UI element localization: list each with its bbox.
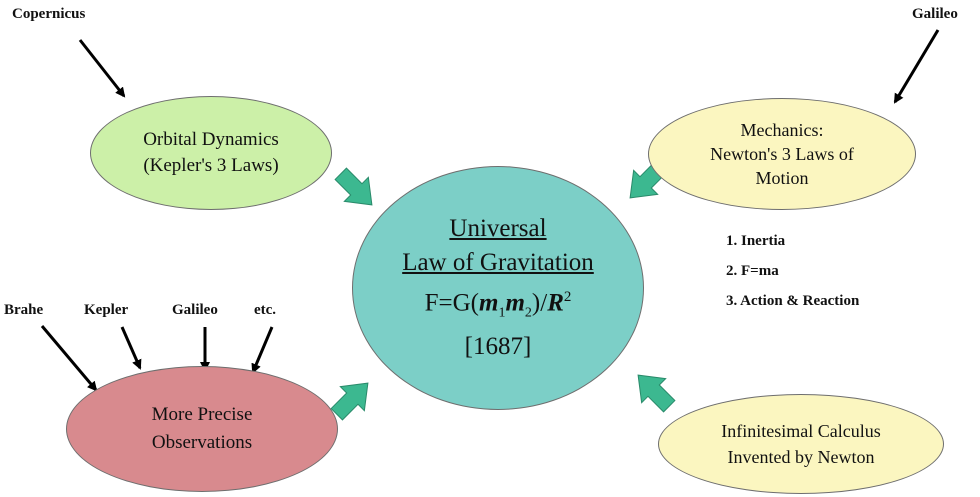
feed-arrow-orbital	[334, 167, 373, 206]
mechanics-line3: Motion	[755, 168, 809, 188]
laws-list: 1. Inertia 2. F=ma 3. Action & Reaction	[726, 226, 859, 316]
label-galileo: Galileo	[172, 302, 218, 318]
label-copernicus: Copernicus	[12, 6, 86, 22]
center-title-line1: Universal	[449, 214, 547, 242]
feed-arrow-observations	[330, 382, 369, 421]
arrow-brahe	[40, 325, 98, 392]
center-title-line2: Law of Gravitation	[402, 248, 594, 276]
node-calculus: Infinitesimal Calculus Invented by Newto…	[658, 394, 944, 494]
center-formula: F=G(m1m2)/R2	[424, 288, 572, 321]
law-item-3: 3. Action & Reaction	[726, 293, 860, 309]
center-year: [1687]	[464, 333, 532, 361]
node-orbital-dynamics: Orbital Dynamics (Kepler's 3 Laws)	[90, 96, 332, 210]
label-brahe: Brahe	[4, 302, 44, 318]
feed-arrow-calculus	[637, 374, 676, 413]
law-item-2: 2. F=ma	[726, 263, 779, 279]
observations-line2: Observations	[151, 432, 253, 453]
calculus-line1: Infinitesimal Calculus	[721, 421, 881, 441]
orbital-line1: Orbital Dynamics	[143, 129, 279, 150]
observations-line1: More Precise	[151, 404, 253, 425]
arrow-etc	[251, 326, 274, 374]
node-universal-law: Universal Law of Gravitation F=G(m1m2)/R…	[352, 166, 644, 410]
arrow-galileo-top	[893, 29, 940, 104]
node-observations: More Precise Observations	[66, 366, 338, 492]
calculus-line2: Invented by Newton	[727, 447, 875, 467]
label-etc: etc.	[254, 302, 277, 318]
node-mechanics: Mechanics: Newton's 3 Laws of Motion	[648, 98, 916, 210]
label-kepler: Kepler	[84, 302, 129, 318]
arrow-copernicus	[78, 39, 126, 98]
law-item-1: 1. Inertia	[726, 233, 786, 249]
arrow-kepler	[120, 326, 142, 370]
orbital-line2: (Kepler's 3 Laws)	[143, 155, 279, 176]
mechanics-line1: Mechanics:	[740, 120, 824, 140]
mechanics-line2: Newton's 3 Laws of	[710, 144, 854, 164]
label-galileo-top: Galileo	[912, 6, 958, 22]
